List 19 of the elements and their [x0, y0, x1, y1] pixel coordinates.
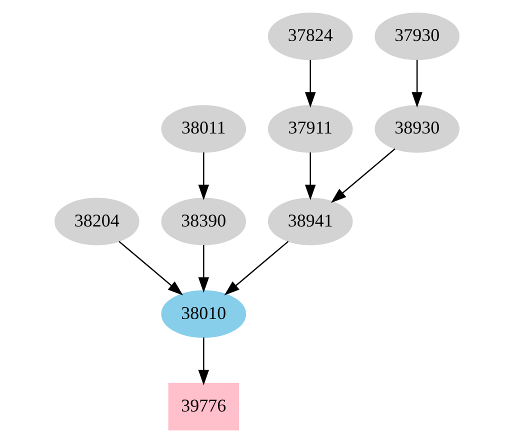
- arrow: [304, 60, 316, 108]
- node-ellipse: 38941: [268, 198, 353, 246]
- arrow: [118, 240, 184, 296]
- node-ellipse: 37930: [374, 12, 460, 60]
- node-ellipse: 38010: [161, 290, 246, 338]
- node-ellipse: 37824: [268, 12, 353, 60]
- node-ellipse: 37911: [268, 105, 353, 153]
- node-box: 39776: [168, 382, 239, 430]
- arrow: [198, 152, 210, 200]
- node-ellipse: 38011: [161, 105, 246, 153]
- arrow: [304, 152, 316, 200]
- node-ellipse: 38930: [374, 105, 460, 153]
- arrow: [330, 148, 396, 203]
- node-ellipse: 38390: [161, 198, 246, 246]
- arrow: [198, 245, 210, 293]
- arrow: [412, 60, 422, 108]
- node-ellipse: 38204: [54, 198, 140, 246]
- arrow: [198, 338, 210, 386]
- arrow: [224, 240, 289, 296]
